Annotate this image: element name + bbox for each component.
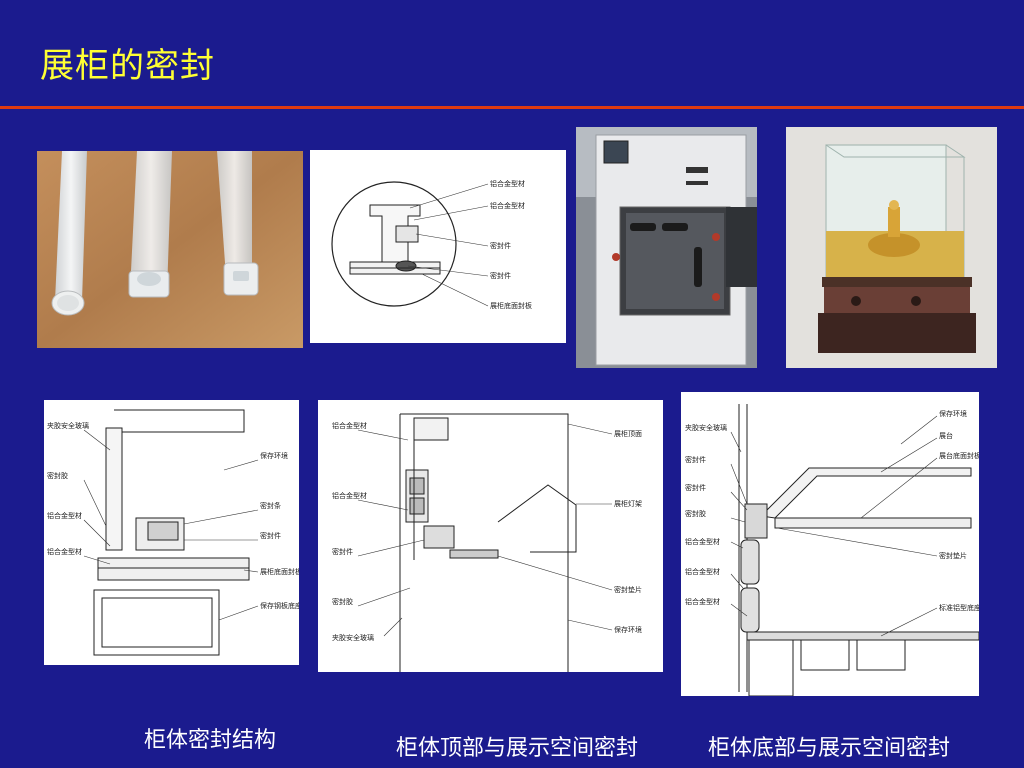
structure-left-label-2: 密封胶 — [47, 471, 68, 480]
bottom-right-label-5: 标准铝型底座 — [939, 603, 979, 612]
cabinet-structure-diagram: 夹胶安全玻璃 密封胶 铝合金型材 铝合金型材 保存环境 密封条 密封件 展柜底面… — [44, 400, 299, 665]
bottom-left-label-3: 密封件 — [685, 483, 706, 492]
structure-left-label-4: 铝合金型材 — [47, 547, 82, 556]
bottom-right-label-4: 密封垫片 — [939, 551, 967, 560]
bottom-left-label-1: 夹胶安全玻璃 — [685, 423, 727, 432]
bottom-right-label-2: 展台 — [939, 431, 953, 440]
seal-profile-diagram: 铝合金型材 铝合金型材 密封件 密封件 展柜底面封板 — [310, 150, 566, 343]
bottom-left-label-4: 密封胶 — [685, 509, 706, 518]
title-divider — [0, 106, 1024, 109]
bottom-right-label-3: 展台底面封板 — [939, 451, 979, 460]
bottom-left-label-5: 铝合金型材 — [685, 537, 720, 546]
top-right-label-4: 保存环境 — [614, 625, 642, 634]
top-right-label-1: 展柜顶面 — [614, 429, 642, 438]
top-left-label-4: 密封胶 — [332, 597, 353, 606]
slide-title: 展柜的密封 — [40, 46, 215, 86]
bottom-left-label-2: 密封件 — [685, 455, 706, 464]
structure-right-label-1: 保存环境 — [260, 451, 288, 460]
glass-case-photo — [786, 127, 997, 368]
seal-profile-label-2: 铝合金型材 — [490, 201, 525, 210]
cabinet-bottom-diagram: 夹胶安全玻璃 密封件 密封件 密封胶 铝合金型材 铝合金型材 铝合金型材 保存环… — [681, 392, 979, 696]
white-cabinet-photo — [576, 127, 757, 368]
structure-left-label-3: 铝合金型材 — [47, 511, 82, 520]
structure-left-label-1: 夹胶安全玻璃 — [47, 421, 89, 430]
structure-right-label-4: 展柜底面封板 — [260, 567, 299, 576]
structure-right-label-3: 密封件 — [260, 531, 281, 540]
bottom-left-label-7: 铝合金型材 — [685, 597, 720, 606]
seal-profile-label-3: 密封件 — [490, 241, 511, 250]
seal-strips-photo — [37, 151, 303, 348]
cabinet-top-diagram: 铝合金型材 铝合金型材 密封件 密封胶 夹胶安全玻璃 展柜顶面 展柜灯架 密封垫… — [318, 400, 663, 672]
top-left-label-5: 夹胶安全玻璃 — [332, 633, 374, 642]
seal-profile-label-4: 密封件 — [490, 271, 511, 280]
top-left-label-3: 密封件 — [332, 547, 353, 556]
top-left-label-2: 铝合金型材 — [332, 491, 367, 500]
top-right-label-3: 密封垫片 — [614, 585, 642, 594]
seal-profile-label-1: 铝合金型材 — [490, 179, 525, 188]
seal-profile-label-5: 展柜底面封板 — [490, 301, 532, 310]
caption-top: 柜体顶部与展示空间密封 — [396, 736, 639, 761]
bottom-right-label-1: 保存环境 — [939, 409, 967, 418]
structure-right-label-5: 保存钢板底座 — [260, 601, 299, 610]
top-left-label-1: 铝合金型材 — [332, 421, 367, 430]
caption-structure: 柜体密封结构 — [144, 728, 277, 753]
top-right-label-2: 展柜灯架 — [614, 499, 642, 508]
structure-right-label-2: 密封条 — [260, 501, 281, 510]
caption-bottom: 柜体底部与展示空间密封 — [708, 736, 951, 761]
bottom-left-label-6: 铝合金型材 — [685, 567, 720, 576]
